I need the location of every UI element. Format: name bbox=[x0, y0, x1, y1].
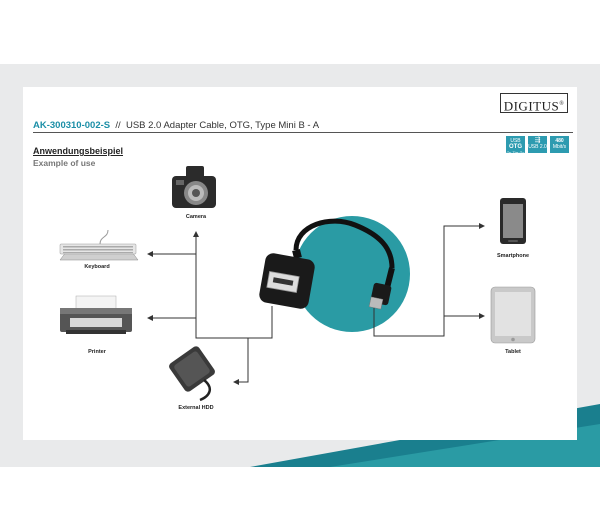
connector-lines-left bbox=[147, 231, 273, 385]
usb-trident-badge: ⇶USB 2.0 bbox=[528, 136, 547, 153]
otg-cable bbox=[259, 218, 395, 310]
smartphone-icon bbox=[500, 198, 526, 244]
title-separator: // bbox=[115, 120, 121, 131]
digitus-logo: DIGITUS® bbox=[500, 93, 568, 113]
camera-label: Camera bbox=[185, 214, 207, 220]
printer-icon bbox=[60, 295, 132, 334]
keyboard-icon bbox=[59, 229, 139, 261]
section-title: Anwendungsbeispiel bbox=[33, 146, 124, 156]
tablet-label: Tablet bbox=[505, 349, 521, 355]
external-hdd-icon bbox=[169, 346, 215, 402]
tablet-icon bbox=[490, 286, 536, 344]
camera-icon bbox=[172, 166, 216, 208]
product-title: AK-300310-002-S // USB 2.0 Adapter Cable… bbox=[33, 120, 319, 131]
printer-label: Printer bbox=[88, 349, 106, 355]
connector-lines-right bbox=[373, 223, 485, 337]
smartphone-label: Smartphone bbox=[496, 253, 530, 259]
section-subtitle: Example of use bbox=[33, 158, 96, 168]
external-hdd-label: External HDD bbox=[178, 405, 214, 411]
product-sku: AK-300310-002-S bbox=[33, 120, 111, 131]
title-divider bbox=[33, 132, 573, 133]
product-description: USB 2.0 Adapter Cable, OTG, Type Mini B … bbox=[125, 120, 320, 131]
keyboard-label: Keyboard bbox=[84, 264, 110, 270]
